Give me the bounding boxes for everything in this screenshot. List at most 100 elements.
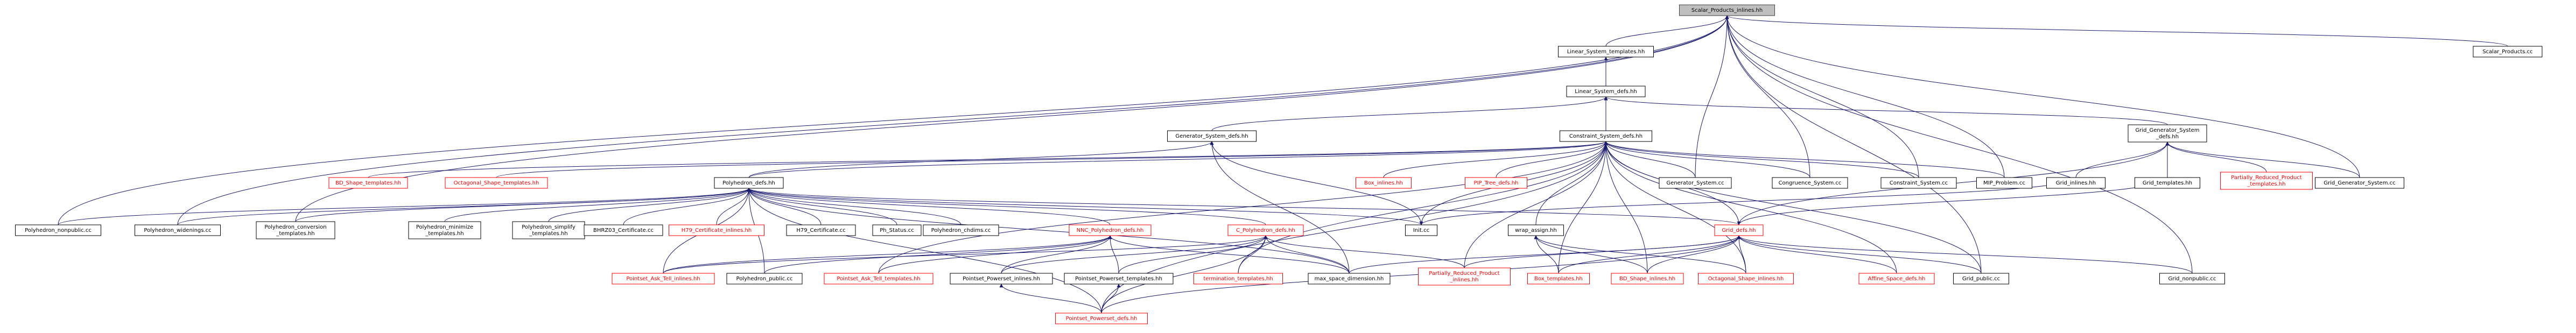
node-box — [1611, 273, 1684, 285]
node-oct-inl[interactable]: Octagonal_Shape_inlines.hh — [1698, 273, 1794, 285]
node-box — [2159, 273, 2225, 285]
node-poly-simp[interactable]: Polyhedron_simplify_templates.hh — [512, 221, 585, 239]
node-box — [1508, 224, 1564, 236]
node-poly-nonpub[interactable]: Polyhedron_nonpublic.cc — [15, 224, 101, 236]
node-grid-pub[interactable]: Grid_public.cc — [1953, 273, 2009, 285]
node-gensys-defs[interactable]: Generator_System_defs.hh — [1167, 130, 1257, 142]
dependency-edge — [747, 188, 1350, 274]
dependency-edge — [1737, 235, 1982, 274]
node-pp-inl[interactable]: Pointset_Powerset_inlines.hh — [950, 273, 1053, 285]
dependency-edge — [1604, 141, 1982, 274]
node-pat-inl[interactable]: Pointset_Ask_Tell_inlines.hh — [612, 273, 715, 285]
node-box — [1772, 177, 1848, 189]
node-box — [1308, 273, 1391, 285]
node-box — [669, 224, 764, 236]
node-pp-defs[interactable]: Pointset_Powerset_defs.hh — [1055, 313, 1148, 324]
dependency-edge — [1737, 235, 2193, 274]
node-h79-cc[interactable]: H79_Certificate.cc — [786, 224, 856, 236]
node-bd-inl[interactable]: BD_Shape_inlines.hh — [1611, 273, 1684, 285]
node-label: _defs.hh — [2156, 134, 2179, 140]
node-label: Polyhedron_minimize — [416, 224, 473, 230]
dependency-edge — [177, 15, 1729, 225]
node-max-space[interactable]: max_space_dimension.hh — [1308, 273, 1391, 285]
node-linsys-tmpl[interactable]: Linear_System_templates.hh — [1558, 46, 1654, 58]
node-ph-status[interactable]: Ph_Status.cc — [872, 224, 922, 236]
node-box — [512, 221, 585, 239]
node-consys-cc[interactable]: Constraint_System.cc — [1880, 177, 1957, 189]
dependency-edge — [2165, 141, 2267, 173]
node-term-tmpl[interactable]: termination_templates.hh — [1194, 273, 1283, 285]
node-bhrz[interactable]: BHRZ03_Certificate.cc — [584, 224, 663, 236]
node-pp-tmpl[interactable]: Pointset_Powerset_templates.hh — [1064, 273, 1174, 285]
node-poly-defs[interactable]: Polyhedron_defs.hh — [714, 177, 784, 189]
dependency-edge — [1604, 141, 2005, 178]
node-poly-chdims[interactable]: Polyhedron_chdims.cc — [923, 224, 999, 236]
node-label: Congruence_System.cc — [1779, 180, 1842, 186]
node-label: max_space_dimension.hh — [1315, 276, 1384, 282]
node-label: C_Polyhedron_defs.hh — [1236, 228, 1295, 233]
dependency-edge — [1604, 141, 1919, 178]
node-scalar-cc[interactable]: Scalar_Products.cc — [2473, 46, 2543, 58]
dependency-edge — [764, 235, 1112, 274]
node-mip-cc[interactable]: MIP_Problem.cc — [1976, 177, 2032, 189]
node-congr-cc[interactable]: Congruence_System.cc — [1772, 177, 1848, 189]
node-root[interactable]: Scalar_Products_inlines.hh — [1679, 4, 1775, 16]
node-label: Pointset_Powerset_defs.hh — [1066, 316, 1138, 322]
node-label: H79_Certificate.cc — [796, 228, 845, 233]
node-label: wrap_assign.hh — [1515, 228, 1557, 233]
dependency-edge — [747, 188, 822, 225]
node-grid-tmpl[interactable]: Grid_templates.hh — [2135, 177, 2200, 189]
node-gridgen-defs[interactable]: Grid_Generator_System_defs.hh — [2128, 124, 2207, 143]
node-label: Octagonal_Shape_templates.hh — [454, 180, 539, 186]
node-h79-inl[interactable]: H79_Certificate_inlines.hh — [669, 224, 764, 236]
node-label: NNC_Polyhedron_defs.hh — [1077, 228, 1144, 233]
node-label: Grid_public.cc — [1962, 276, 2000, 282]
node-poly-wid[interactable]: Polyhedron_widenings.cc — [135, 224, 221, 236]
node-pip-defs[interactable]: PIP_Tree_defs.hh — [1465, 177, 1527, 189]
node-box-tmpl[interactable]: Box_templates.hh — [1527, 273, 1590, 285]
node-grid-inl[interactable]: Grid_inlines.hh — [2046, 177, 2105, 189]
node-prp-tmpl[interactable]: Partially_Reduced_Product_templates.hh — [2220, 172, 2313, 190]
node-box — [2046, 177, 2105, 189]
node-box — [1227, 224, 1304, 236]
node-wrap-assign[interactable]: wrap_assign.hh — [1508, 224, 1564, 236]
node-box — [1698, 273, 1794, 285]
node-box — [714, 177, 784, 189]
node-label: Octagonal_Shape_inlines.hh — [1708, 276, 1784, 282]
node-poly-conv[interactable]: Polyhedron_conversion_templates.hh — [256, 221, 335, 239]
node-nnc-defs[interactable]: NNC_Polyhedron_defs.hh — [1069, 224, 1152, 236]
node-box — [2473, 46, 2543, 58]
node-gensys-cc[interactable]: Generator_System.cc — [1659, 177, 1732, 189]
node-linsys-defs[interactable]: Linear_System_defs.hh — [1566, 86, 1646, 97]
node-grid-defs[interactable]: Grid_defs.hh — [1714, 224, 1764, 236]
node-box — [872, 224, 922, 236]
dependency-edge — [1238, 141, 1608, 274]
node-label: Polyhedron_public.cc — [736, 276, 793, 282]
node-poly-pub[interactable]: Polyhedron_public.cc — [726, 273, 803, 285]
node-consys-defs[interactable]: Constraint_System_defs.hh — [1560, 130, 1652, 142]
node-label: _templates.hh — [425, 231, 464, 237]
node-gridgen-cc[interactable]: Grid_Generator_System.cc — [2315, 177, 2404, 189]
node-bd-tmpl[interactable]: BD_Shape_templates.hh — [328, 177, 408, 189]
node-box — [1880, 177, 1957, 189]
dependency-edge — [1604, 141, 1648, 274]
node-label: BHRZ03_Certificate.cc — [593, 228, 654, 233]
node-init-cc[interactable]: Init.cc — [1405, 224, 1437, 236]
dependency-edge — [747, 188, 1111, 225]
node-grid-nonpub[interactable]: Grid_nonpublic.cc — [2159, 273, 2225, 285]
node-box — [328, 177, 408, 189]
node-poly-min[interactable]: Polyhedron_minimize_templates.hh — [408, 221, 481, 239]
node-oct-tmpl[interactable]: Octagonal_Shape_templates.hh — [445, 177, 548, 189]
node-box-inl[interactable]: Box_inlines.hh — [1356, 177, 1412, 189]
node-c-defs[interactable]: C_Polyhedron_defs.hh — [1227, 224, 1304, 236]
node-prp-inl[interactable]: Partially_Reduced_Product_inlines.hh — [1418, 267, 1511, 286]
dependency-edge — [1725, 15, 1919, 178]
node-pat-tmpl[interactable]: Pointset_Ask_Tell_templates.hh — [824, 273, 933, 285]
node-label: Polyhedron_nonpublic.cc — [25, 228, 92, 233]
dependency-edge — [1535, 141, 1608, 225]
node-box — [1055, 313, 1148, 324]
node-affine-defs[interactable]: Affine_Space_defs.hh — [1858, 273, 1935, 285]
node-box — [408, 221, 481, 239]
node-label: Grid_inlines.hh — [2056, 180, 2096, 186]
dependency-edge — [663, 235, 1268, 274]
